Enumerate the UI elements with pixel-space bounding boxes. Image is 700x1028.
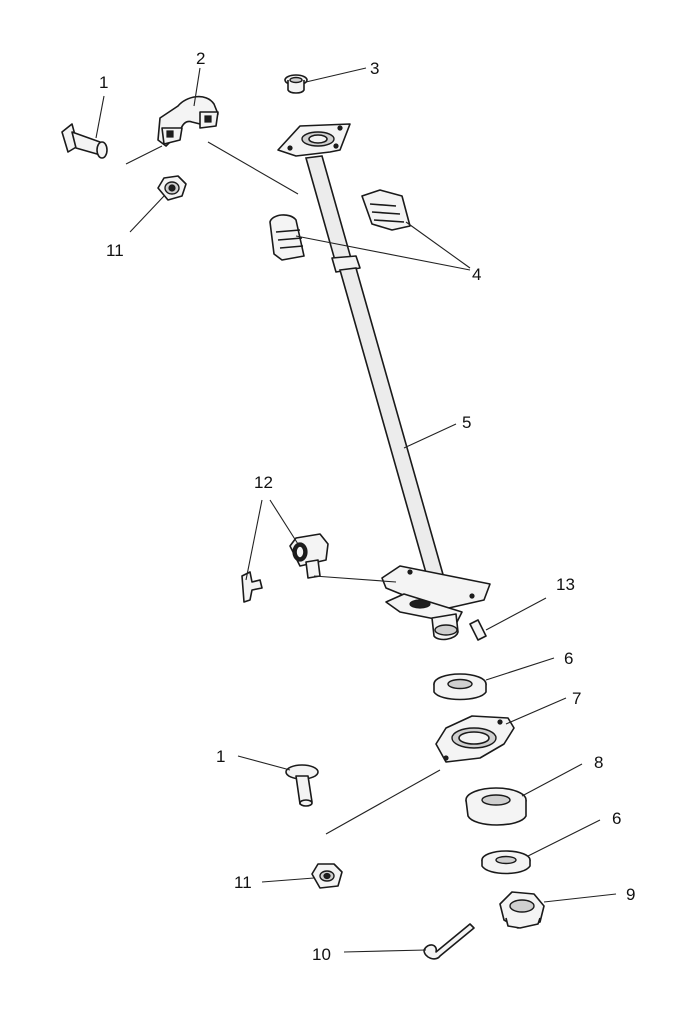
callout-5: 5 [462,413,471,432]
callout-8: 8 [594,753,603,772]
part-ignition-switch [289,533,329,579]
part-cotter-pin [423,923,475,960]
callout-11-top: 11 [106,241,124,260]
callout-6-upper: 6 [564,649,573,668]
callout-2: 2 [196,49,205,68]
part-ignition-key [241,571,263,603]
part-clamp-bracket [157,95,219,147]
callout-12: 12 [254,473,273,492]
callout-3: 3 [370,59,379,78]
part-spacer [465,787,527,826]
callout-9: 9 [626,885,635,904]
callout-11-lower: 11 [234,873,252,892]
leader-lines [95,67,617,953]
part-pin [469,619,487,641]
part-flange [435,715,515,763]
part-bushing-halves [269,189,411,261]
part-bushing [284,74,308,94]
callout-labels: 1 2 3 11 4 5 12 13 6 7 1 8 6 11 9 10 [99,49,635,964]
part-bolt-top [61,123,108,159]
part-washer-upper [433,673,487,701]
callout-10: 10 [312,945,331,964]
part-nut-top [157,175,187,201]
callout-1-lower: 1 [216,747,225,766]
part-bolt-lower [285,764,319,807]
callout-1-top: 1 [99,73,108,92]
callout-6-lower: 6 [612,809,621,828]
part-steering-column [277,123,491,641]
callout-13: 13 [556,575,575,594]
part-castle-nut [499,891,545,929]
part-washer-lower [481,850,531,875]
callout-4: 4 [472,265,481,284]
callout-7: 7 [572,689,581,708]
part-nut-lower [311,863,343,889]
